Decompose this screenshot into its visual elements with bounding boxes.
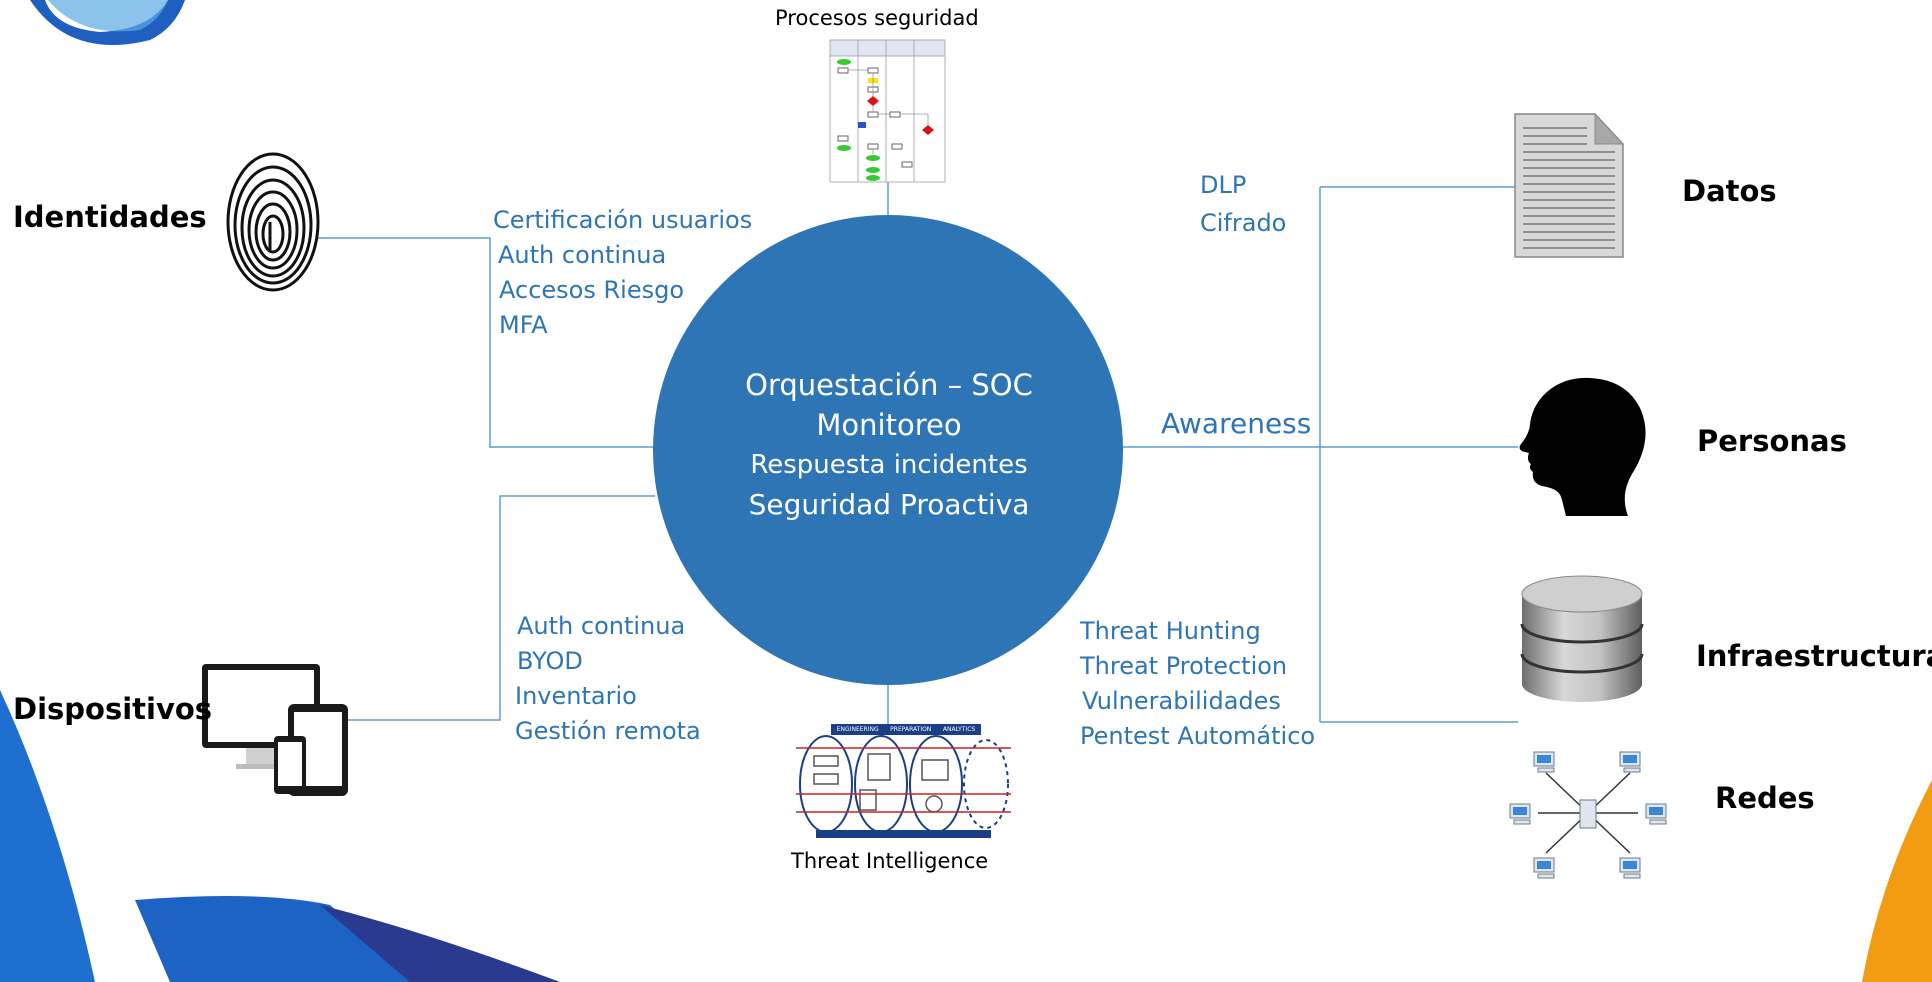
people-item-awareness: Awareness	[1161, 407, 1312, 440]
bottom-left-swoosh-2	[135, 896, 420, 982]
bottom-left-swoosh	[0, 690, 95, 982]
infra-item: Threat Hunting	[1080, 617, 1261, 645]
soc-circle-label: Orquestación – SOC Monitoreo Respuesta i…	[654, 365, 1124, 525]
device-item: Inventario	[515, 682, 637, 710]
center-line-2: Monitoreo	[816, 408, 962, 442]
banner-preparation: PREPARATION	[890, 726, 932, 733]
bottom-left-swoosh-3	[320, 905, 560, 982]
infra-items: Threat Hunting Threat Protection Vulnera…	[1080, 614, 1315, 754]
process-flow-icon	[829, 39, 946, 183]
head-silhouette-icon	[1519, 377, 1646, 516]
threat-intel-graphic	[796, 724, 1011, 838]
threat-intel-banner: ENGINEERING PREPARATION ANALYTICS	[831, 724, 981, 735]
center-line-1: Orquestación – SOC	[745, 368, 1033, 402]
identity-item: Auth continua	[498, 241, 667, 269]
device-item: BYOD	[517, 647, 583, 675]
data-items: DLP Cifrado	[1200, 166, 1286, 242]
devices-icon	[202, 664, 348, 796]
banner-analytics: ANALYTICS	[942, 726, 976, 733]
label-redes: Redes	[1715, 781, 1815, 815]
banner-engineering: ENGINEERING	[836, 726, 879, 733]
data-item: Cifrado	[1200, 209, 1287, 237]
center-line-4: Seguridad Proactiva	[748, 488, 1030, 521]
infra-item: Pentest Automático	[1080, 722, 1316, 750]
identity-item: Certificación usuarios	[493, 206, 753, 234]
label-dispositivos: Dispositivos	[13, 692, 213, 726]
connector-lines	[318, 180, 1520, 724]
logo-arc	[30, 0, 185, 45]
identity-item: Accesos Riesgo	[499, 276, 685, 304]
caption-processes: Procesos seguridad	[775, 6, 979, 30]
label-identidades: Identidades	[13, 200, 207, 234]
device-items: Auth continua BYOD Inventario Gestión re…	[515, 609, 701, 749]
soc-circle	[653, 215, 1123, 685]
connector-identidades	[318, 237, 655, 448]
center-line-3: Respuesta incidentes	[750, 450, 1028, 480]
caption-threat-intel: Threat Intelligence	[791, 849, 989, 873]
connector-dispositivos	[345, 495, 655, 721]
database-icon	[1520, 575, 1644, 702]
infra-item: Vulnerabilidades	[1082, 687, 1281, 715]
network-icon	[1509, 751, 1667, 879]
label-infraestructura: Infraestructura	[1696, 639, 1932, 673]
identity-items: Certificación usuarios Auth continua Acc…	[493, 203, 752, 343]
label-datos: Datos	[1682, 174, 1777, 208]
device-item: Gestión remota	[515, 717, 701, 745]
label-personas: Personas	[1697, 424, 1847, 458]
infra-item: Threat Protection	[1080, 652, 1288, 680]
data-document-icon	[1514, 112, 1625, 258]
device-item: Auth continua	[517, 612, 686, 640]
fingerprint-icon	[226, 152, 320, 292]
logo-arc-light	[48, 0, 168, 32]
bottom-right-swoosh	[1862, 780, 1932, 982]
identity-item: MFA	[499, 311, 548, 339]
data-item: DLP	[1200, 171, 1247, 199]
